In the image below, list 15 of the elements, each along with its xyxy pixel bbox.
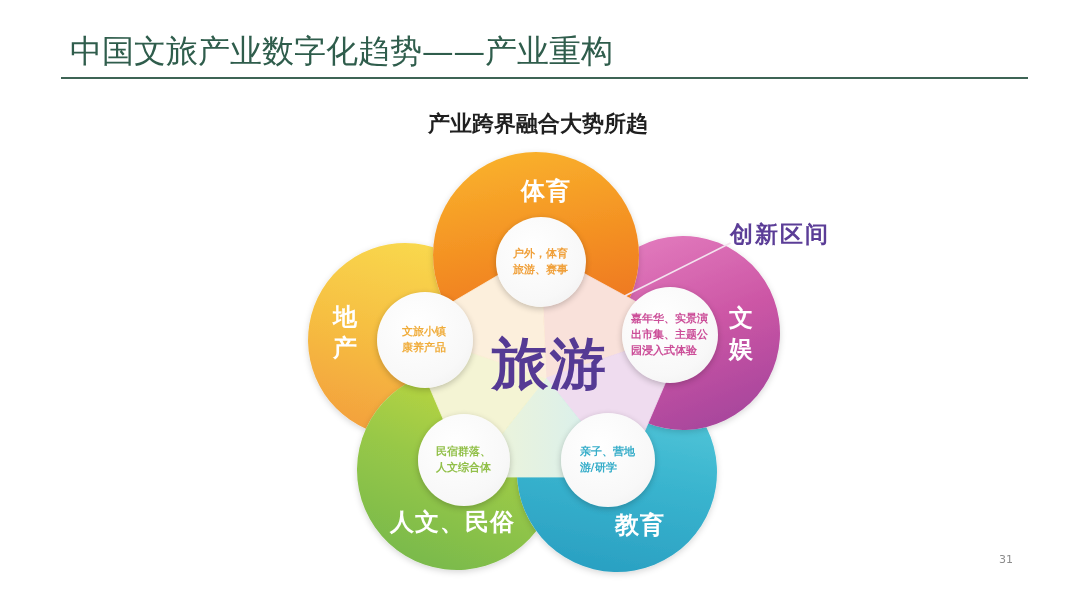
detail-text: 民宿群落、人文综合体	[435, 444, 492, 476]
detail-text: 户外，体育旅游、赛事	[512, 246, 569, 278]
category-label: 体育	[521, 177, 571, 205]
page-number: 31	[999, 553, 1013, 567]
category-label: 人文、民俗	[389, 508, 515, 536]
category-label: 文娱	[729, 302, 753, 365]
detail-text: 文旅小镇康养产品	[402, 324, 447, 356]
slide-title: 中国文旅产业数字化趋势——产业重构	[70, 32, 613, 70]
callout-label: 创新区间	[730, 222, 830, 248]
center-label: 旅游	[492, 333, 608, 395]
detail-text: 亲子、营地游/研学	[579, 444, 636, 476]
subtitle: 产业跨界融合大势所趋	[428, 111, 648, 137]
category-label: 地产	[333, 301, 357, 364]
detail-text: 嘉年华、实景演出市集、主题公园浸入式体验	[630, 311, 709, 359]
category-label: 教育	[615, 511, 665, 539]
